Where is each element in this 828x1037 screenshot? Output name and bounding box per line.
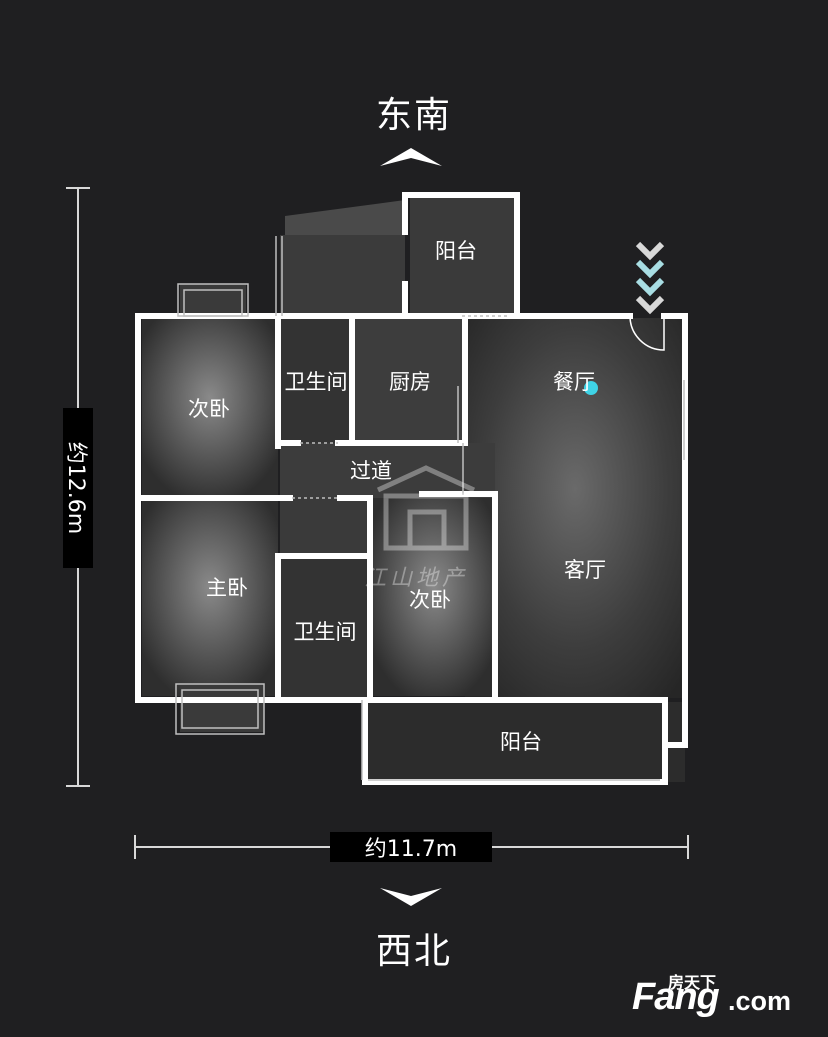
watermark-house-icon [376, 465, 476, 551]
room-label-kitchen: 厨房 [389, 370, 431, 394]
logo-suffix-text: .com [728, 986, 792, 1016]
room-label-bathroom-1: 卫生间 [284, 370, 348, 394]
room-label-bathroom-2: 卫生间 [293, 620, 357, 644]
entry-arrow-icon [635, 241, 665, 315]
room-label-bedroom-nw: 次卧 [188, 397, 230, 421]
entry-door[interactable] [629, 315, 665, 351]
room-label-balcony-top: 阳台 [435, 239, 477, 263]
direction-bottom-label: 西北 [375, 931, 452, 972]
direction-top-label: 东南 [375, 95, 452, 136]
south-arrow-icon [380, 888, 442, 906]
room-label-dining: 餐厅 [553, 370, 595, 394]
logo-main-text: Fang [632, 976, 720, 1018]
room-label-master-bedroom: 主卧 [206, 576, 248, 600]
north-arrow-icon [380, 148, 442, 166]
room-label-balcony-bottom: 阳台 [500, 730, 542, 754]
height-dimension-text: 约12.6m [63, 441, 89, 535]
location-marker[interactable] [584, 381, 598, 395]
width-dimension-label: 约11.7m [330, 832, 492, 862]
room-label-corridor: 过道 [350, 459, 392, 483]
height-dimension-label: 约12.6m [63, 408, 93, 568]
windows [175, 236, 685, 781]
logo-top-text: 房天下 [668, 973, 717, 992]
watermark-text: 江山地产 [364, 566, 469, 591]
walls [135, 192, 688, 785]
floor-fills [142, 195, 685, 782]
room-label-bedroom-center: 次卧 [409, 588, 451, 612]
room-label-living: 客厅 [564, 558, 606, 582]
